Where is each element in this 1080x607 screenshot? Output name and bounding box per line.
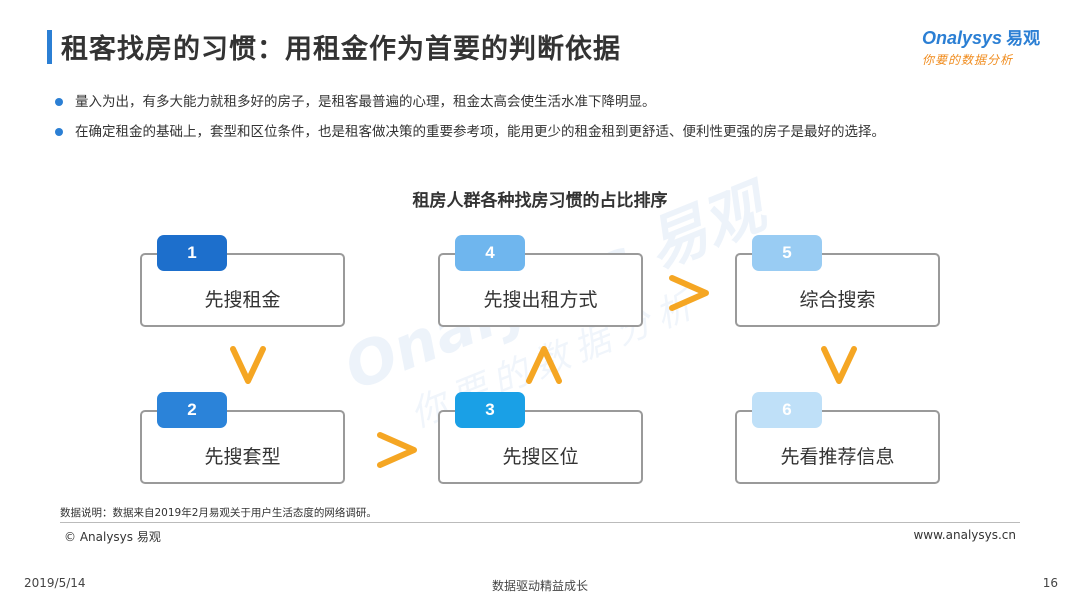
step-label: 先搜租金 <box>204 289 281 311</box>
step-label: 综合搜索 <box>799 289 876 311</box>
step-label: 先看推荐信息 <box>780 446 895 468</box>
step-label: 先搜区位 <box>502 446 579 468</box>
title-accent-bar <box>47 30 52 64</box>
footer-date: 2019/5/14 <box>24 576 86 590</box>
bullet-dot-icon <box>55 98 63 106</box>
bullet-item: 在确定租金的基础上，套型和区位条件，也是租客做决策的重要参考项，能用更少的租金租… <box>55 123 885 153</box>
diagram-title: 租房人群各种找房习惯的占比排序 <box>412 191 668 211</box>
logo-cn: 易观 <box>1006 29 1041 49</box>
data-note: 数据说明：数据来自2019年2月易观关于用户生活态度的网络调研。 <box>60 507 377 519</box>
arrow-down-icon <box>821 346 857 384</box>
bullet-text: 在确定租金的基础上，套型和区位条件，也是租客做决策的重要参考项，能用更少的租金租… <box>75 124 885 140</box>
arrow-right-icon <box>669 275 709 311</box>
step-rank-badge-1: 1 <box>157 235 227 271</box>
logo-o-mark: O <box>922 28 937 48</box>
copyright: © Analysys 易观 <box>64 530 161 544</box>
divider <box>60 522 1020 523</box>
arrow-down-icon <box>230 346 266 384</box>
step-label: 先搜出租方式 <box>483 289 598 311</box>
bullet-text: 量入为出，有多大能力就租多好的房子，是租客最普遍的心理，租金太高会使生活水准下降… <box>75 94 656 110</box>
logo-brand: nalysys <box>936 28 1003 48</box>
step-rank-badge-3: 3 <box>455 392 525 428</box>
step-rank-badge-4: 4 <box>455 235 525 271</box>
website-link[interactable]: www.analysys.cn <box>913 528 1016 542</box>
arrow-right-icon <box>377 432 417 468</box>
arrow-up-icon <box>526 346 562 384</box>
step-label: 先搜套型 <box>204 446 281 468</box>
logo-slogan: 你要的数据分析 <box>922 53 1014 67</box>
bullet-dot-icon <box>55 128 63 136</box>
bullet-list: 量入为出，有多大能力就租多好的房子，是租客最普遍的心理，租金太高会使生活水准下降… <box>55 93 885 153</box>
page-number: 16 <box>1042 576 1058 590</box>
step-rank-badge-2: 2 <box>157 392 227 428</box>
page-title: 租客找房的习惯：用租金作为首要的判断依据 <box>61 34 621 65</box>
footer-slogan: 数据驱动精益成长 <box>491 579 588 593</box>
step-rank-badge-6: 6 <box>752 392 822 428</box>
bullet-item: 量入为出，有多大能力就租多好的房子，是租客最普遍的心理，租金太高会使生活水准下降… <box>55 93 885 123</box>
step-card-1: 先搜租金 <box>140 253 345 327</box>
step-rank-badge-5: 5 <box>752 235 822 271</box>
